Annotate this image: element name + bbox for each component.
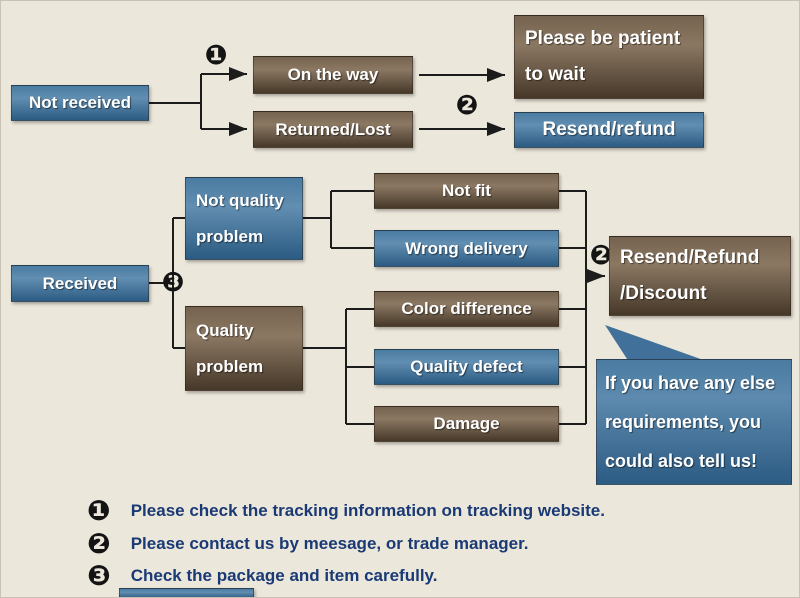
legend-text-1: Please check the tracking information on…: [130, 501, 605, 520]
node-quality-problem: Quality problem: [185, 306, 303, 391]
merge-bracket: [559, 190, 587, 425]
node-not-quality-problem: Not quality problem: [185, 177, 303, 260]
marker-1-flow: ❶: [204, 40, 228, 71]
bubble-pointer: [605, 325, 709, 362]
legend-text-3: Check the package and item carefully.: [130, 566, 438, 585]
legend-marker-2: ❷: [87, 527, 111, 560]
legend-marker-3: ❸: [87, 559, 111, 592]
legend-item-1: ❶ Please check the tracking information …: [87, 496, 605, 526]
marker-2-top: ❷: [455, 90, 479, 121]
legend-item-3: ❸ Check the package and item carefully.: [87, 561, 437, 591]
node-be-patient-line1: Please be patient: [525, 28, 681, 49]
not-received-bracket: [149, 74, 202, 129]
node-received: Received: [11, 265, 149, 302]
node-not-received: Not received: [11, 85, 149, 121]
node-not-quality-line1: Not quality: [196, 190, 284, 210]
quality-bracket: [303, 308, 374, 425]
marker-2-right: ❷: [589, 240, 613, 271]
node-color-difference: Color difference: [374, 291, 559, 327]
marker-3-flow: ❸: [161, 267, 185, 298]
legend-item-2: ❷ Please contact us by meesage, or trade…: [87, 529, 529, 559]
node-rrd-line1: Resend/Refund: [620, 247, 760, 268]
node-returned-lost: Returned/Lost: [253, 111, 413, 148]
bubble-line1: If you have any else: [605, 373, 776, 393]
partial-blue-box: [119, 588, 254, 597]
node-quality-line1: Quality: [196, 320, 254, 340]
node-be-patient-line2: to wait: [525, 64, 586, 85]
bubble-line3: could also tell us!: [605, 451, 758, 471]
node-not-quality-line2: problem: [196, 226, 264, 246]
legend-marker-1: ❶: [87, 494, 111, 527]
node-be-patient: Please be patient to wait: [514, 15, 704, 99]
bubble-line2: requirements, you: [605, 412, 762, 432]
node-wrong-delivery: Wrong delivery: [374, 230, 559, 267]
speech-bubble: If you have any else requirements, you c…: [596, 359, 792, 485]
legend-text-2: Please contact us by meesage, or trade m…: [130, 534, 529, 553]
not-quality-bracket: [303, 190, 374, 249]
node-not-fit: Not fit: [374, 173, 559, 209]
node-damage: Damage: [374, 406, 559, 442]
node-quality-line2: problem: [196, 356, 264, 376]
node-on-the-way: On the way: [253, 56, 413, 94]
node-resend-refund: Resend/refund: [514, 112, 704, 148]
node-quality-defect: Quality defect: [374, 349, 559, 385]
node-rrd-line2: /Discount: [620, 283, 707, 304]
node-resend-refund-discount: Resend/Refund /Discount: [609, 236, 791, 316]
